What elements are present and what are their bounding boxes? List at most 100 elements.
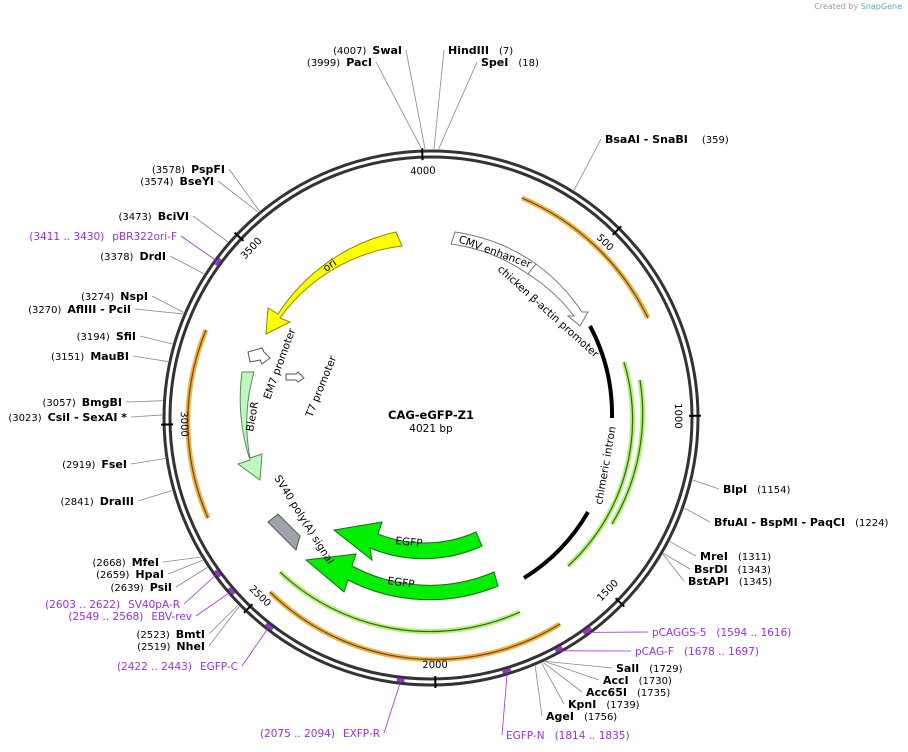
restriction-site[interactable]: BsrDI (1343) bbox=[663, 553, 771, 576]
tick-label-2000: 2000 bbox=[422, 660, 448, 671]
restriction-site[interactable]: BfuAI - BspMI - PaqCI(1224) bbox=[684, 507, 888, 529]
restriction-site[interactable]: BmtI(2523) bbox=[137, 604, 239, 641]
primer-name: EGFP-N bbox=[506, 730, 545, 742]
restriction-site[interactable]: KpnI(1739) bbox=[541, 662, 640, 711]
site-name: BstAPI bbox=[688, 575, 729, 588]
site-name: BfuAI - BspMI - PaqCI bbox=[714, 516, 845, 529]
restriction-site[interactable]: DraIII(2841) bbox=[60, 490, 173, 508]
feature-label-cmv-enhancer: CMV enhancer bbox=[457, 234, 533, 272]
site-leader-line bbox=[134, 308, 183, 315]
primer[interactable]: EGFP-C(2422 .. 2443) bbox=[117, 622, 274, 673]
feature-layer bbox=[185, 195, 651, 663]
site-position: (3151) bbox=[51, 352, 84, 363]
restriction-site[interactable]: BlpI(1154) bbox=[692, 479, 791, 496]
restriction-site[interactable]: BstAPI (1345) bbox=[662, 553, 772, 588]
primer-leader-line bbox=[241, 628, 269, 667]
primer-range: (1678 .. 1697) bbox=[684, 646, 759, 658]
site-leader-line bbox=[534, 665, 543, 717]
restriction-site[interactable]: MreI(1311) bbox=[669, 541, 771, 563]
restriction-site[interactable]: Acc65I(1735) bbox=[543, 662, 670, 699]
restriction-site[interactable]: PsiI(2639) bbox=[110, 567, 208, 594]
site-position: (3023) bbox=[8, 413, 41, 424]
site-leader-line bbox=[663, 553, 691, 570]
site-leader-line bbox=[192, 215, 229, 243]
feature-chimeric-intron-2[interactable] bbox=[522, 511, 590, 580]
primer[interactable]: SV40pA-R(2603 .. 2622) bbox=[45, 569, 222, 611]
site-name: SwaI bbox=[372, 44, 402, 57]
primer[interactable]: EXFP-R (2075 .. 2094) bbox=[260, 678, 405, 740]
restriction-site[interactable]: FseI(2919) bbox=[62, 458, 166, 471]
site-name: AgeI bbox=[546, 710, 574, 723]
feature-chimeric-intron[interactable] bbox=[588, 325, 615, 419]
restriction-site[interactable]: DrdI(3378) bbox=[100, 250, 205, 275]
primer-name: EXFP-R bbox=[343, 728, 380, 740]
created-by-text: Created by bbox=[814, 2, 859, 11]
site-position: (2639) bbox=[110, 583, 143, 594]
feature-chicken-actin-promoter[interactable] bbox=[527, 263, 589, 327]
site-position: (1311) bbox=[738, 552, 771, 563]
tick-mark-2500 bbox=[243, 603, 254, 614]
feature-em7-promoter[interactable] bbox=[247, 347, 271, 365]
feature-egfp-1[interactable] bbox=[332, 521, 483, 562]
snapgene-logo: SnapGene bbox=[860, 2, 902, 11]
site-leader-line bbox=[228, 168, 260, 212]
feature-label-egfp-2: EGFP bbox=[387, 575, 416, 591]
site-position: (1739) bbox=[606, 700, 639, 711]
restriction-site[interactable]: NspI(3274) bbox=[81, 290, 184, 313]
site-name: CsiI - SexAI * bbox=[48, 411, 128, 424]
site-position: (1345) bbox=[739, 577, 772, 588]
restriction-site[interactable]: MfeI(2668) bbox=[92, 556, 201, 569]
restriction-site[interactable]: AgeI(1756) bbox=[534, 665, 617, 723]
orf-right-green-2-core bbox=[611, 379, 644, 525]
restriction-site[interactable]: HindIII(7) bbox=[433, 44, 513, 150]
site-leader-line bbox=[541, 662, 565, 705]
feature-bleor[interactable] bbox=[236, 371, 263, 481]
restriction-site[interactable]: SwaI(4007) bbox=[333, 44, 426, 150]
restriction-site[interactable]: AflIII - PciI(3270) bbox=[28, 303, 183, 316]
restriction-site[interactable]: CsiI - SexAI * (3023) bbox=[8, 411, 163, 424]
primer[interactable]: pCAG-F(1678 .. 1697) bbox=[554, 645, 759, 658]
restriction-site[interactable]: HpaI(2659) bbox=[96, 559, 203, 581]
site-name: MauBI bbox=[90, 350, 129, 363]
primer-range: (2549 .. 2568) bbox=[68, 611, 143, 623]
restriction-site[interactable]: BciVI(3473) bbox=[118, 210, 229, 243]
feature-ori[interactable] bbox=[265, 231, 403, 335]
site-leader-line bbox=[169, 255, 205, 275]
restriction-site[interactable]: PspFI(3578) bbox=[152, 163, 260, 212]
site-name: BsaAI - SnaBI bbox=[605, 133, 688, 146]
site-leader-line bbox=[151, 295, 184, 313]
site-position: (2668) bbox=[92, 558, 125, 569]
site-position: (1730) bbox=[639, 676, 672, 687]
site-position: (1343) bbox=[738, 565, 771, 576]
restriction-site[interactable]: NheI(2519) bbox=[137, 606, 240, 653]
site-name: BsrDI bbox=[694, 563, 728, 576]
site-name: PacI bbox=[346, 56, 372, 69]
primer[interactable]: pCAGGS-5(1594 .. 1616) bbox=[582, 626, 792, 639]
orf-bottom-1-core bbox=[269, 591, 561, 661]
restriction-site[interactable]: PacI (3999) bbox=[307, 56, 423, 150]
restriction-site[interactable]: SfiI(3194) bbox=[77, 330, 173, 345]
primer[interactable]: EGFP-N(1814 .. 1835) bbox=[501, 668, 630, 742]
restriction-site[interactable]: MauBI (3151) bbox=[51, 350, 169, 363]
tick-mark-500 bbox=[611, 225, 622, 236]
restriction-site[interactable]: SalI(1729) bbox=[545, 660, 683, 675]
restriction-site[interactable]: AccI(1730) bbox=[545, 661, 672, 687]
restriction-site[interactable]: SpeI(18) bbox=[438, 56, 539, 150]
site-position: (3999) bbox=[307, 58, 340, 69]
primer[interactable]: EBV-rev(2549 .. 2568) bbox=[68, 587, 236, 623]
primer-binding-mark bbox=[582, 626, 592, 635]
feature-sv40-polya[interactable] bbox=[267, 513, 301, 551]
primer-range: (2075 .. 2094) bbox=[260, 728, 335, 740]
restriction-site[interactable]: BmgBI(3057) bbox=[43, 396, 163, 409]
primer[interactable]: pBR322ori-F(3411 .. 3430) bbox=[29, 231, 222, 267]
site-position: (1735) bbox=[637, 688, 670, 699]
site-leader-line bbox=[438, 61, 478, 150]
restriction-site[interactable]: BseYI(3574) bbox=[140, 175, 259, 213]
primer-range: (3411 .. 3430) bbox=[29, 231, 104, 243]
feature-egfp-2[interactable] bbox=[304, 553, 499, 601]
site-position: (3473) bbox=[118, 212, 151, 223]
restriction-site[interactable]: BsaAI - SnaBI(359) bbox=[573, 133, 729, 191]
orf-outer-right-core bbox=[521, 197, 649, 319]
feature-t7-promoter[interactable] bbox=[285, 371, 305, 383]
